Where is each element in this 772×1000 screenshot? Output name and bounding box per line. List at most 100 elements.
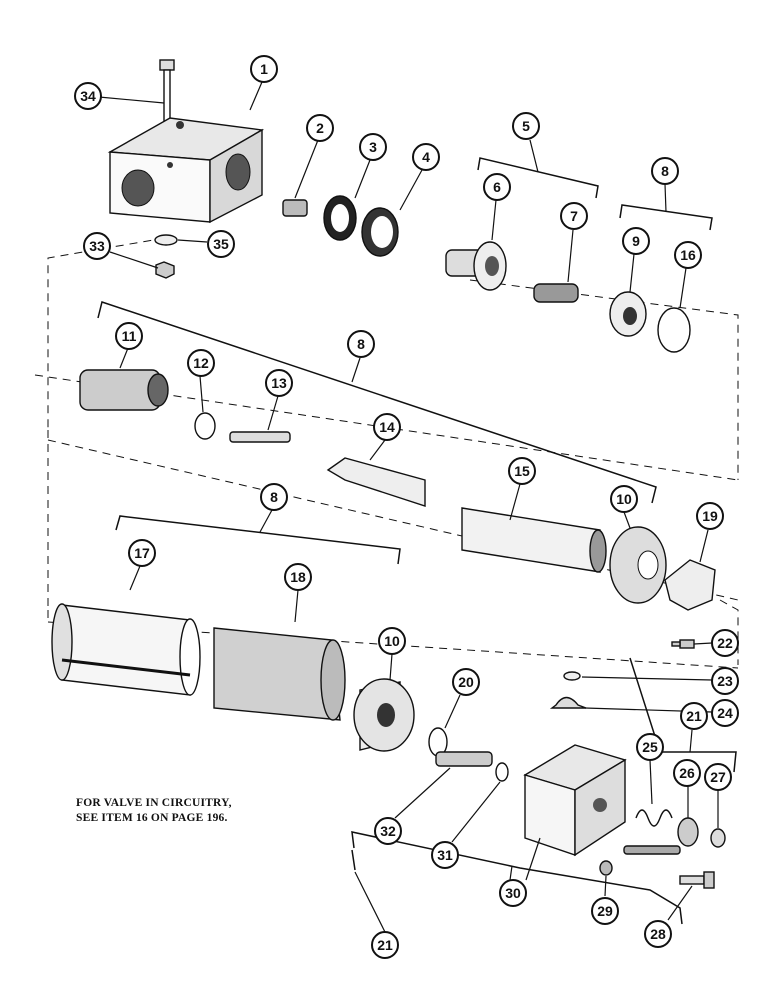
svg-text:8: 8 [661, 163, 669, 179]
part-15-sleeve [461, 483, 607, 573]
svg-text:9: 9 [632, 233, 640, 249]
callout-9: 9 [622, 227, 650, 255]
part-9-washer [609, 253, 647, 337]
svg-text:32: 32 [380, 823, 396, 839]
callout-7: 7 [560, 202, 588, 230]
callout-21-lower: 21 [371, 931, 399, 959]
svg-text:24: 24 [717, 705, 733, 721]
callout-10-upper: 10 [610, 485, 638, 513]
callout-17: 17 [128, 539, 156, 567]
svg-text:6: 6 [493, 179, 501, 195]
svg-text:31: 31 [437, 847, 453, 863]
part-18-threaded-body [213, 589, 346, 721]
part-11-fitting [79, 347, 169, 411]
part-30-end-block [523, 744, 627, 881]
svg-text:11: 11 [122, 328, 137, 344]
svg-text:20: 20 [458, 674, 474, 690]
part-17-tube [51, 565, 201, 696]
callout-29: 29 [591, 897, 619, 925]
part-35-washer [154, 234, 208, 246]
callout-10-lower: 10 [378, 627, 406, 655]
note-line-2: SEE ITEM 16 ON PAGE 196. [76, 812, 228, 824]
callout-5: 5 [512, 112, 540, 140]
part-28-bolt [667, 871, 715, 921]
svg-text:4: 4 [422, 149, 430, 165]
svg-text:10: 10 [616, 491, 632, 507]
part-3-seal [323, 159, 371, 241]
callout-21-upper: 21 [680, 702, 708, 730]
svg-text:30: 30 [505, 885, 521, 901]
svg-text:16: 16 [680, 247, 696, 263]
svg-text:2: 2 [316, 120, 324, 136]
svg-text:27: 27 [710, 769, 726, 785]
callout-2: 2 [306, 114, 334, 142]
callout-25: 25 [636, 733, 664, 761]
callout-32: 32 [374, 817, 402, 845]
svg-text:22: 22 [717, 635, 733, 651]
svg-text:34: 34 [80, 88, 96, 104]
svg-text:7: 7 [570, 208, 578, 224]
svg-text:28: 28 [650, 926, 666, 942]
part-16-o-ring [657, 267, 691, 353]
svg-text:29: 29 [597, 903, 613, 919]
callout-15: 15 [508, 457, 536, 485]
callout-12: 12 [187, 349, 215, 377]
part-12-o-ring [194, 375, 216, 440]
callout-4: 4 [412, 143, 440, 171]
callout-14: 14 [373, 413, 401, 441]
part-7-valve-poppet [533, 229, 579, 303]
callout-34: 34 [74, 82, 102, 110]
svg-text:5: 5 [522, 118, 530, 134]
svg-text:3: 3 [369, 139, 377, 155]
callout-8-middle: 8 [347, 330, 375, 358]
part-29-washer [599, 860, 613, 897]
part-1-valve-body [107, 81, 265, 224]
callout-11: 11 [115, 322, 143, 350]
callout-26: 26 [673, 759, 701, 787]
part-4-seal [361, 169, 423, 257]
svg-text:18: 18 [290, 569, 306, 585]
callout-1: 1 [250, 55, 278, 83]
callout-8-lower: 8 [260, 483, 288, 511]
svg-text:17: 17 [134, 545, 150, 561]
svg-text:23: 23 [717, 673, 733, 689]
svg-text:21: 21 [686, 708, 702, 724]
callout-27: 27 [704, 763, 732, 791]
callout-28: 28 [644, 920, 672, 948]
svg-text:35: 35 [213, 236, 229, 252]
callout-3: 3 [359, 133, 387, 161]
part-14-plunger [326, 439, 426, 507]
svg-text:8: 8 [357, 336, 365, 352]
svg-text:10: 10 [384, 633, 400, 649]
part-22-screw [671, 639, 713, 649]
part-33-nut [109, 251, 175, 279]
svg-text:12: 12 [193, 355, 209, 371]
part-20-o-ring [428, 694, 461, 757]
part-10-cap-upper [609, 511, 667, 604]
part-26-retainer [677, 786, 699, 847]
callout-20: 20 [452, 668, 480, 696]
note-line-1: FOR VALVE IN CIRCUITRY, [76, 797, 232, 809]
callout-23: 23 [711, 667, 739, 695]
callout-16: 16 [674, 241, 702, 269]
svg-text:15: 15 [514, 463, 530, 479]
part-13-pin [229, 395, 291, 443]
part-6-valve-seat [445, 199, 507, 291]
callout-35: 35 [207, 230, 235, 258]
callout-33: 33 [83, 232, 111, 260]
part-25-spring [635, 759, 673, 827]
part-31-o-ring [451, 762, 509, 843]
callout-30: 30 [499, 879, 527, 907]
svg-text:8: 8 [270, 489, 278, 505]
svg-text:26: 26 [679, 765, 695, 781]
svg-text:13: 13 [271, 375, 287, 391]
svg-text:33: 33 [89, 238, 105, 254]
part-10-cap-lower [353, 653, 415, 752]
callout-13: 13 [265, 369, 293, 397]
svg-text:1: 1 [260, 61, 268, 77]
svg-text:14: 14 [379, 419, 395, 435]
circuitry-note: FOR VALVE IN CIRCUITRY, SEE ITEM 16 ON P… [76, 796, 232, 826]
part-23-washer [563, 671, 713, 681]
part-27-nut [710, 790, 726, 848]
